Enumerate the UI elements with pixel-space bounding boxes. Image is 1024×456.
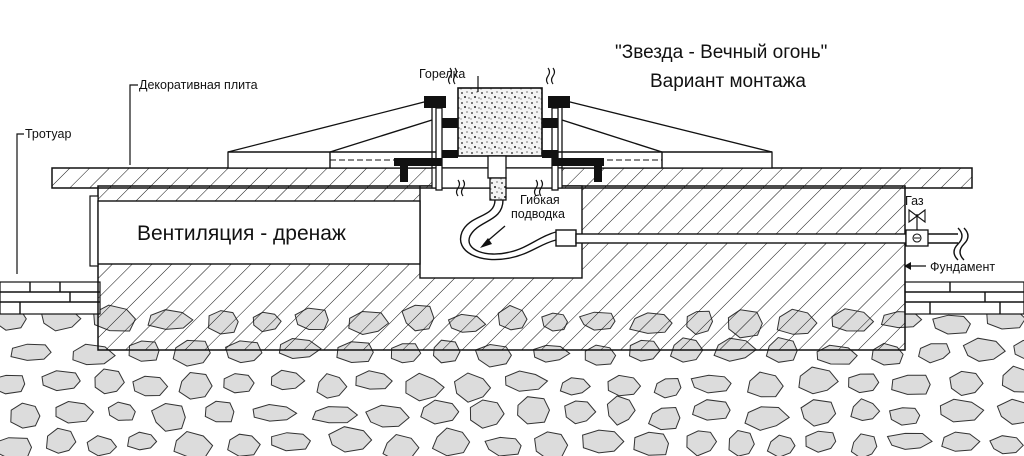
gravel-stone xyxy=(0,437,33,456)
gravel-stone xyxy=(766,434,796,456)
label-sidewalk: Тротуар xyxy=(25,127,71,141)
gravel-stone xyxy=(728,429,755,456)
label-burner: Горелка xyxy=(419,67,465,81)
flexible-hose xyxy=(459,199,557,261)
gravel-stone xyxy=(798,366,839,395)
gas-pipe xyxy=(555,227,969,261)
label-flex-hose-2: подводка xyxy=(511,207,565,221)
heat-symbols xyxy=(447,67,556,197)
gravel-stone xyxy=(55,400,95,424)
gravel-stone xyxy=(989,435,1024,455)
label-flex-hose-1: Гибкая xyxy=(520,193,560,207)
gravel-stone xyxy=(932,314,971,335)
sidewalk-left xyxy=(0,281,101,315)
gravel-stone xyxy=(848,373,880,394)
gravel-stone xyxy=(1013,339,1024,359)
gravel-stone xyxy=(805,430,837,453)
gravel-stone xyxy=(1001,365,1024,393)
gravel-stone xyxy=(891,374,931,395)
gravel-stone xyxy=(453,372,492,403)
gravel-stone xyxy=(41,370,81,392)
gravel-stone xyxy=(517,396,551,425)
gravel-stone xyxy=(10,402,41,429)
gravel-stone xyxy=(132,375,169,397)
leader-lines xyxy=(16,76,479,274)
gravel-stone xyxy=(431,427,471,456)
gravel-stone xyxy=(328,426,373,453)
gravel-stone xyxy=(744,406,791,431)
gravel-stone xyxy=(850,398,881,422)
gravel-stone xyxy=(270,369,306,391)
gravel-stone xyxy=(886,432,933,450)
gravel-stone xyxy=(204,400,235,423)
gravel-stone xyxy=(747,371,784,398)
gravel-stone xyxy=(173,430,214,456)
hose-arrow xyxy=(480,225,506,248)
foundation-arrow xyxy=(904,262,926,270)
gravel-stone xyxy=(633,431,670,456)
gravel-stone xyxy=(607,374,642,397)
diagram-title-line1: "Звезда - Вечный огонь" xyxy=(615,42,827,63)
gravel-stone xyxy=(94,368,125,395)
label-ventilation-drain: Вентиляция - дренаж xyxy=(137,222,346,245)
gravel-stone xyxy=(227,433,261,456)
gravel-stone xyxy=(484,436,522,456)
gravel-stone xyxy=(45,427,77,454)
gravel-stone xyxy=(564,400,597,425)
gravel-stone xyxy=(939,398,985,423)
gravel-stone xyxy=(949,370,984,397)
gravel-stone xyxy=(647,406,681,431)
gravel-stone xyxy=(223,373,255,394)
gravel-stone xyxy=(420,399,460,425)
gravel-stone xyxy=(686,430,718,456)
gravel-stone xyxy=(382,433,420,456)
gravel-stone xyxy=(10,343,52,361)
label-foundation: Фундамент xyxy=(930,260,995,274)
gravel-stone xyxy=(962,337,1006,362)
gravel-stone xyxy=(469,399,505,429)
burner xyxy=(394,87,604,201)
decorative-slab xyxy=(51,167,973,189)
gravel-stone xyxy=(150,402,186,432)
gravel-stone xyxy=(355,370,393,390)
gravel-stone xyxy=(559,377,591,396)
gravel-stone xyxy=(690,374,732,394)
gravel-stone xyxy=(311,406,359,424)
gravel-stone xyxy=(107,401,136,421)
gravel-stone xyxy=(996,398,1024,425)
ventilation-channel xyxy=(89,195,421,267)
gravel-stone xyxy=(178,371,213,400)
diagram-title-line2: Вариант монтажа xyxy=(650,71,806,92)
gravel-layer xyxy=(0,304,1024,456)
gravel-stone xyxy=(941,431,981,452)
gravel-stone xyxy=(127,431,158,451)
gravel-stone xyxy=(918,343,951,364)
gravel-stone xyxy=(692,399,731,421)
gravel-stone xyxy=(405,372,445,402)
gravel-stone xyxy=(316,373,348,399)
gravel-stone xyxy=(800,399,837,427)
gravel-stone xyxy=(0,374,26,395)
label-gas: Газ xyxy=(905,194,924,208)
gravel-stone xyxy=(271,432,312,452)
gravel-stone xyxy=(582,429,625,454)
gravel-stone xyxy=(606,395,636,426)
gravel-stone xyxy=(504,370,549,392)
gravel-stone xyxy=(86,435,118,456)
gravel-stone xyxy=(365,404,410,428)
gravel-stone xyxy=(252,403,298,422)
sidewalk-right xyxy=(904,281,1024,315)
gas-valve-icon xyxy=(908,208,926,230)
gravel-stone xyxy=(653,377,682,399)
label-decorative-slab: Декоративная плита xyxy=(139,78,258,92)
gravel-stone xyxy=(850,433,878,456)
gravel-stone xyxy=(889,407,921,426)
gravel-stone xyxy=(534,431,569,456)
